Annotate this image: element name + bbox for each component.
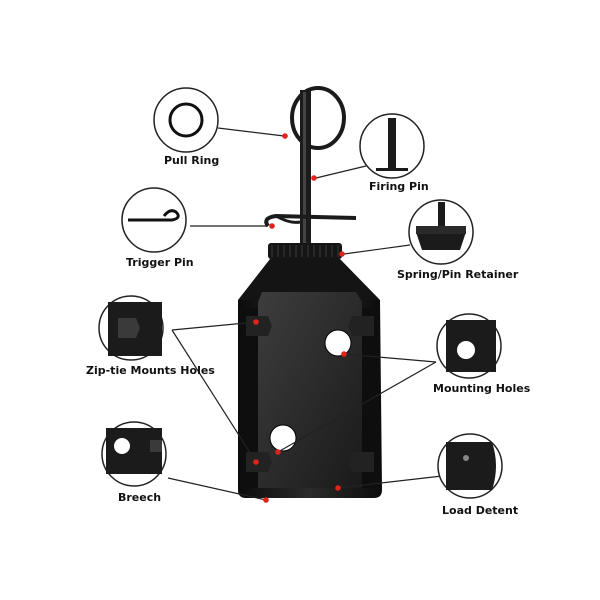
inset-breech [101,421,167,487]
inset-trigger-pin [121,187,187,253]
device-illustration [238,86,382,498]
label-trigger-pin: Trigger Pin [126,256,194,269]
spring-pin-retainer-shape [268,243,342,259]
callout-dots [253,133,347,503]
inset-zip-tie-mounts [98,295,164,361]
label-mounting-holes: Mounting Holes [433,382,531,395]
inset-pull-ring [153,87,219,153]
label-zip-tie-mounts-holes: Zip-tie Mounts Holes [86,364,215,377]
mounting-hole-top [324,329,352,357]
label-pull-ring: Pull Ring [164,154,220,167]
inset-spring-pin-retainer [408,199,474,265]
inset-firing-pin [359,113,425,179]
label-spring-pin-retainer: Spring/Pin Retainer [397,268,519,281]
mounting-hole-bottom [269,424,297,452]
leader-lines [167,127,443,501]
label-breech: Breech [118,491,162,504]
trigger-pin-shape [264,213,357,228]
inset-mounting-holes [436,313,502,379]
label-firing-pin: Firing Pin [369,180,429,193]
label-load-detent: Load Detent [442,504,519,517]
inset-load-detent [437,433,503,499]
pull-ring-shape [290,86,346,150]
